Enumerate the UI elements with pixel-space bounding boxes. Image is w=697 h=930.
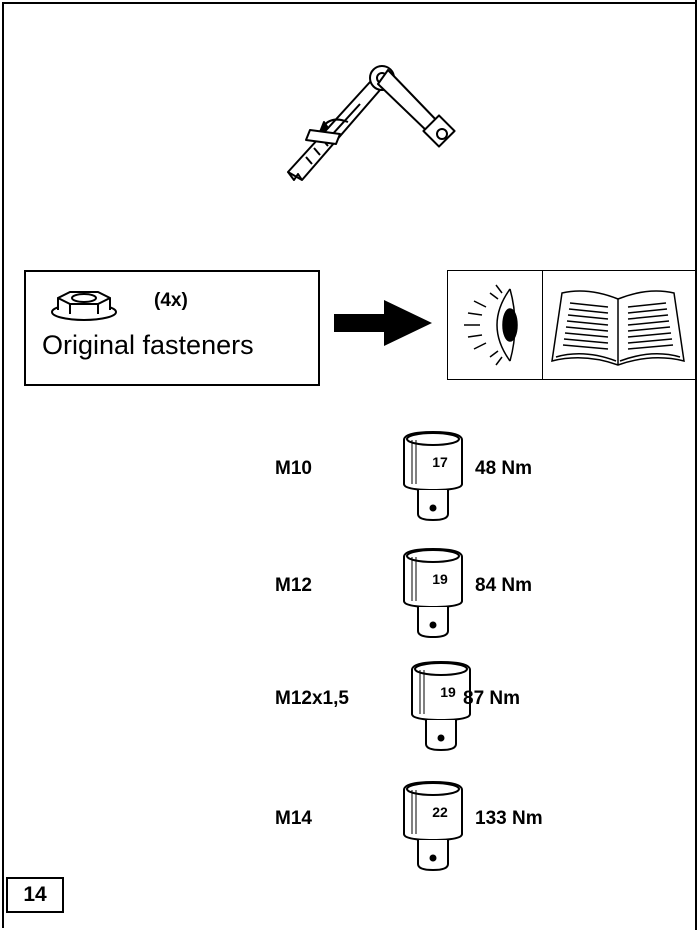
reference-divider	[542, 271, 543, 379]
socket-size-label: 17	[432, 454, 448, 470]
torque-value: 133 Nm	[475, 808, 543, 829]
socket-wrench-icon: 22	[403, 780, 463, 872]
socket-size-label: 19	[432, 571, 448, 587]
page-number: 14	[6, 877, 64, 913]
torque-value: 48 Nm	[475, 458, 533, 479]
fastener-label: Original fasteners	[42, 330, 254, 360]
socket-size-label: 22	[432, 804, 448, 820]
socket-wrench-icon: 17	[403, 430, 463, 522]
thread-size: M10	[275, 458, 312, 479]
torque-spec-row: M12 19 84 Nm	[0, 547, 697, 657]
original-fasteners-box: (4x) Original fasteners	[24, 270, 320, 386]
torque-spec-row: M12x1,5 19 87 Nm	[0, 660, 697, 770]
thread-size: M12x1,5	[275, 688, 349, 709]
page-frame-right-edge	[695, 0, 697, 930]
torque-value: 84 Nm	[475, 575, 533, 596]
torque-spec-row: M10 17 48 Nm	[0, 430, 697, 540]
socket-size-label: 19	[440, 684, 456, 700]
fastener-quantity: (4x)	[154, 290, 188, 311]
eye-inspect-icon	[464, 284, 518, 366]
reference-box	[447, 270, 697, 380]
manual-book-icon	[551, 290, 685, 366]
thread-size: M14	[275, 808, 312, 829]
socket-wrench-icon: 19	[411, 660, 471, 752]
torque-wrench-icon	[287, 65, 456, 181]
arrow-right-icon	[334, 300, 432, 346]
socket-wrench-icon: 19	[403, 547, 463, 639]
flange-nut-icon	[51, 291, 117, 321]
torque-value: 87 Nm	[463, 688, 521, 709]
thread-size: M12	[275, 575, 312, 596]
torque-spec-row: M14 22 133 Nm	[0, 780, 697, 890]
